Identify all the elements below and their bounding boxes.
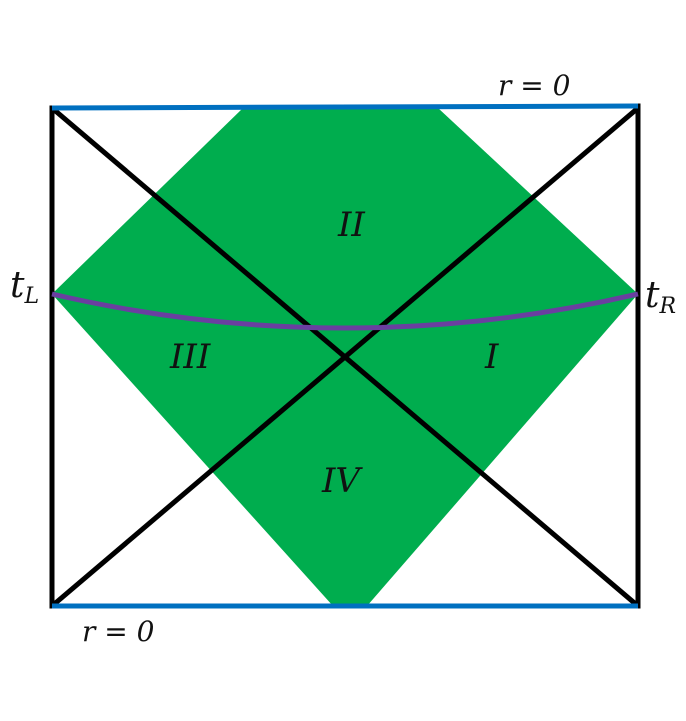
- t-right-label: tR: [645, 278, 676, 318]
- horizon-ascending: [50, 106, 640, 608]
- region-I-label: I: [485, 337, 499, 377]
- future-singularity: [51, 103, 639, 111]
- t-left-base: t: [10, 265, 25, 306]
- cauchy-slice: [51, 291, 639, 331]
- top-singularity-label: r = 0: [498, 69, 571, 102]
- t-left-subscript: L: [24, 284, 40, 309]
- bottom-singularity-label: r = 0: [82, 615, 155, 648]
- region-III-label: III: [170, 337, 211, 377]
- t-right-base: t: [645, 275, 660, 316]
- t-right-subscript: R: [659, 294, 677, 319]
- region-IV-label: IV: [322, 461, 360, 501]
- region-II-label: II: [338, 205, 365, 245]
- t-left-label: tL: [10, 268, 39, 308]
